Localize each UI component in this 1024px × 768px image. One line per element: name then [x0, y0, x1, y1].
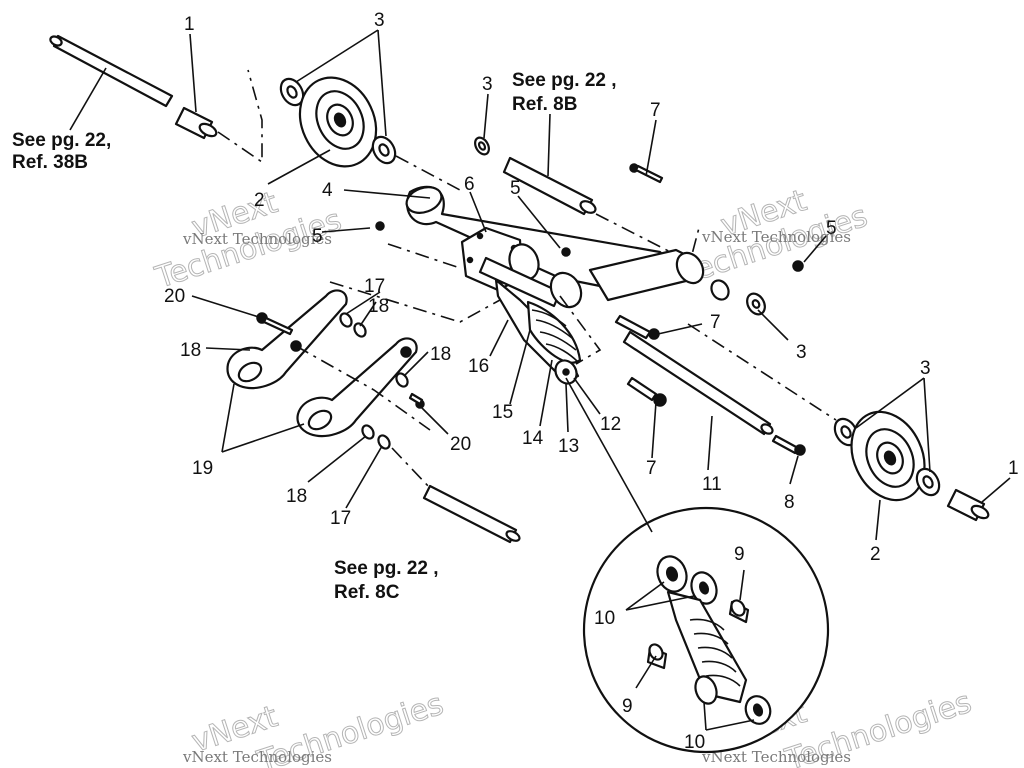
washer-3-upper-right [371, 135, 397, 165]
nut-5-right [792, 260, 804, 272]
assembly-line-5 [295, 345, 431, 431]
front-arm-4 [405, 185, 730, 302]
callout-3-arm-right: 3 [796, 342, 807, 363]
callout-11: 11 [702, 474, 722, 495]
washer-17-upper [339, 312, 353, 328]
callout-4: 4 [322, 180, 333, 201]
bolt-20-upper [256, 312, 294, 336]
callout-7-mid: 7 [710, 312, 721, 333]
callout-18-right: 18 [430, 344, 451, 365]
callout-14: 14 [522, 428, 544, 449]
washer-17-lower [377, 434, 391, 450]
callout-16: 16 [468, 356, 489, 377]
bushing-1-lower [946, 488, 990, 522]
washer-3-mid [474, 136, 490, 156]
link-arm-19-upper [226, 289, 348, 390]
callout-20-lower: 20 [450, 434, 471, 455]
assembly-line-8 [391, 447, 431, 489]
callout-3-mid: 3 [482, 74, 493, 95]
assembly-line-shock [559, 295, 602, 365]
callout-7-top: 7 [650, 100, 661, 121]
callout-18-left: 18 [180, 340, 201, 361]
callout-3-far-right: 3 [920, 358, 931, 379]
assembly-line-4 [687, 323, 837, 421]
idler-wheel-2-lower [850, 410, 926, 502]
callout-3-top: 3 [374, 10, 385, 31]
bolt-7-mid [614, 314, 660, 340]
ref-38b-line2: Ref. 38B [12, 152, 88, 173]
assembly-line-7 [387, 243, 461, 269]
bolt-7-top [629, 163, 664, 184]
link-arm-19-lower [296, 337, 418, 438]
ref-8b-line1: See pg. 22 , [512, 70, 617, 91]
idler-wheel-2-upper [298, 76, 378, 168]
bolt-20-lower [408, 392, 425, 409]
bushing-1-upper [174, 106, 218, 140]
callout-2-top: 2 [254, 190, 265, 211]
callout-15: 15 [492, 402, 513, 423]
watermark-small-1: vNext Technologies [182, 230, 332, 248]
callout-1-top: 1 [184, 14, 195, 35]
bolt-8 [771, 434, 806, 456]
callout-1-right: 1 [1008, 458, 1019, 479]
callout-13: 13 [558, 436, 579, 457]
callout-9-upper: 9 [734, 544, 745, 565]
bushing-10-top [656, 555, 718, 605]
washer-3-lower-right [915, 467, 941, 497]
washer-18-right [395, 372, 409, 388]
callout-17-upper: 17 [364, 276, 385, 297]
washer-3-upper-left [279, 77, 305, 107]
nut-5-left [375, 221, 385, 231]
nut-5-center [561, 247, 571, 257]
upper-right-shaft [502, 156, 597, 216]
assembly-line-6 [329, 281, 501, 323]
shock-absorber-14 [494, 278, 582, 385]
detail-inset [565, 377, 830, 754]
ref-8c-line2: Ref. 8C [334, 582, 400, 603]
callout-17-lower: 17 [330, 508, 351, 529]
callout-2-right: 2 [870, 544, 881, 565]
callout-18-lower: 18 [286, 486, 307, 507]
callout-18-upper: 18 [368, 296, 389, 317]
cross-shaft [478, 256, 583, 309]
assembly-line-2 [395, 155, 461, 191]
washer-3-arm-right [746, 292, 766, 316]
callout-10-upper: 10 [594, 608, 615, 629]
callout-8: 8 [784, 492, 795, 513]
ref-8b-line2: Ref. 8B [512, 94, 577, 115]
upper-left-shaft [49, 34, 174, 108]
rear-shaft-11 [622, 330, 774, 436]
callout-9-lower: 9 [622, 696, 633, 717]
ref-38b-line1: See pg. 22, [12, 130, 111, 151]
callout-19: 19 [192, 458, 213, 479]
lower-left-shaft [422, 484, 521, 544]
callout-12: 12 [600, 414, 621, 435]
leader-lines [69, 29, 1011, 731]
callout-20-upper: 20 [164, 286, 185, 307]
callout-10-lower: 10 [684, 732, 705, 753]
callout-7-low: 7 [646, 458, 657, 479]
callout-5-left: 5 [312, 226, 323, 247]
watermark-small-2: vNext Technologies [701, 228, 851, 246]
bolt-7-low [626, 376, 667, 407]
callout-5-right: 5 [826, 218, 837, 239]
bushing-10-bottom [694, 675, 772, 725]
callout-6: 6 [464, 174, 475, 195]
ref-8c-line1: See pg. 22 , [334, 558, 439, 579]
watermark-small-3: vNext Technologies [182, 748, 332, 766]
spacer-9-right [728, 599, 750, 624]
assembly-line-3 [595, 213, 701, 264]
reference-labels: See pg. 22, Ref. 38B See pg. 22 , Ref. 8… [12, 70, 617, 603]
washer-18-lower [361, 424, 375, 440]
washer-18-upper [353, 322, 367, 338]
watermark-small-4: vNext Technologies [701, 748, 851, 766]
callout-labels: 1 3 2 3 7 4 6 5 5 5 20 17 18 18 18 16 15… [164, 10, 1019, 753]
callout-5-center: 5 [510, 178, 521, 199]
assembly-line-1 [217, 69, 263, 164]
shock-absorber-detail [666, 590, 748, 704]
